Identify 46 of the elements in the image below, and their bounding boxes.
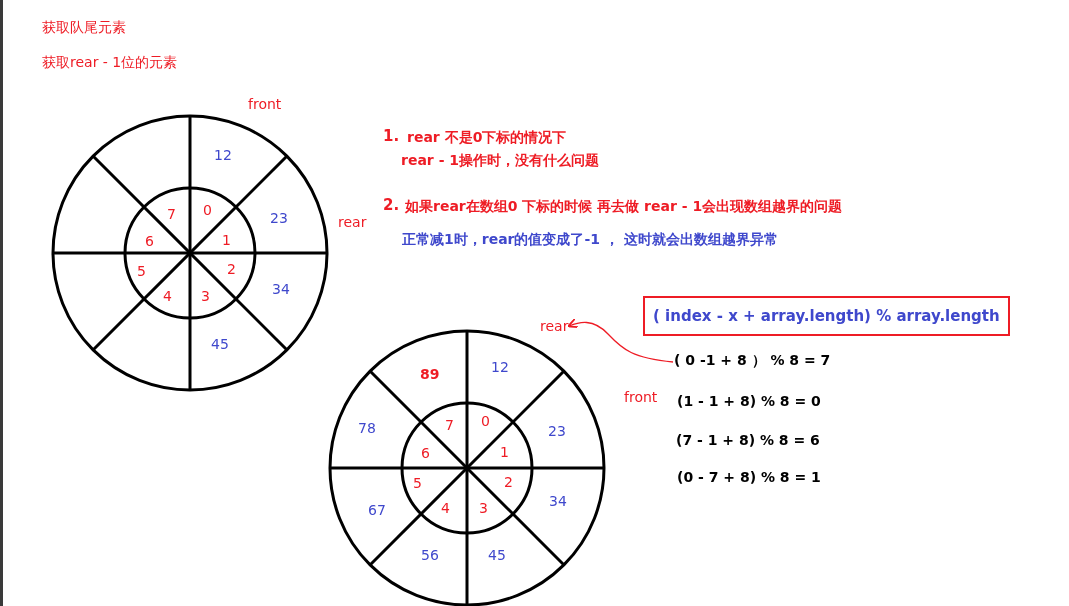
value-number: 23 — [270, 209, 288, 227]
value-number: 45 — [488, 546, 506, 564]
value-number: 12 — [214, 146, 232, 164]
formula-text: (7 - 1 + 8) % 8 = 6 — [676, 431, 820, 449]
index-number: 7 — [167, 205, 176, 223]
pointer-label: rear — [338, 213, 367, 231]
pointer-label: front — [248, 95, 282, 113]
pointer-label: front — [624, 388, 658, 406]
index-number: 5 — [137, 262, 146, 280]
index-number: 7 — [445, 416, 454, 434]
index-number: 0 — [203, 201, 212, 219]
heading-text: 获取队尾元素 — [42, 18, 126, 36]
formula-text: (0 - 7 + 8) % 8 = 1 — [677, 468, 821, 486]
formula-box: ( index - x + array.length) % array.length — [643, 296, 1010, 336]
index-number: 6 — [421, 444, 430, 462]
value-number: 23 — [548, 422, 566, 440]
index-number: 5 — [413, 474, 422, 492]
value-number: 78 — [358, 419, 376, 437]
pointer-label: rear — [540, 317, 569, 335]
note-text: 如果rear在数组0 下标的时候 再去做 rear - 1会出现数组越界的问题 — [405, 197, 843, 215]
value-number: 34 — [272, 280, 290, 298]
index-number: 0 — [481, 412, 490, 430]
value-number: 45 — [211, 335, 229, 353]
heading-text: 获取rear - 1位的元素 — [42, 53, 178, 71]
value-number: 34 — [549, 492, 567, 510]
formula-text: (1 - 1 + 8) % 8 = 0 — [677, 392, 821, 410]
note-text: 正常减1时，rear的值变成了-1 ， 这时就会出数组越界异常 — [402, 230, 778, 248]
note-text: 2. — [383, 196, 400, 214]
note-text: rear - 1操作时，没有什么问题 — [401, 151, 600, 169]
index-number: 1 — [500, 443, 509, 461]
note-text: rear 不是0下标的情况下 — [407, 128, 567, 146]
leader-arrow — [567, 317, 674, 363]
index-number: 6 — [145, 232, 154, 250]
value-number: 89 — [420, 365, 440, 383]
index-number: 2 — [504, 473, 513, 491]
note-text: 1. — [383, 127, 400, 145]
index-number: 2 — [227, 260, 236, 278]
value-number: 56 — [421, 546, 439, 564]
value-number: 67 — [368, 501, 386, 519]
index-number: 4 — [163, 287, 172, 305]
index-number: 3 — [479, 499, 488, 517]
index-number: 4 — [441, 499, 450, 517]
index-number: 1 — [222, 231, 231, 249]
index-number: 3 — [201, 287, 210, 305]
formula-text: ( 0 -1 + 8 ） % 8 = 7 — [674, 351, 831, 369]
value-number: 12 — [491, 358, 509, 376]
